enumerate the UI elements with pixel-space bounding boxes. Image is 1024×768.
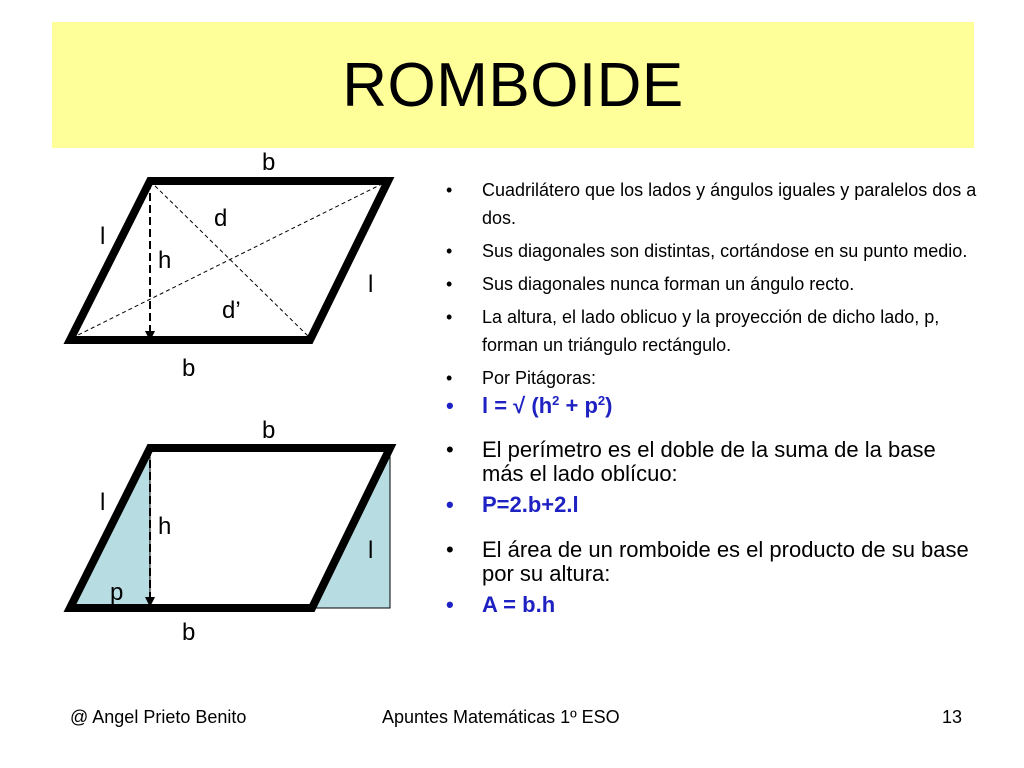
bottom-label-b-bottom: b bbox=[182, 619, 195, 646]
top-label-b-top: b bbox=[262, 149, 275, 176]
formula-side-mid: + p bbox=[559, 393, 598, 418]
top-label-h: h bbox=[158, 247, 171, 274]
top-label-b-bottom: b bbox=[182, 355, 195, 382]
top-rhomboid-diagram: b d l h l d’ b bbox=[63, 149, 395, 382]
bottom-rhomboid-shape bbox=[63, 444, 397, 612]
formula-side-suffix: ) bbox=[605, 393, 613, 418]
bottom-rhomboid-diagram: b l h l p b bbox=[63, 417, 397, 646]
formula-side-exp2: 2 bbox=[597, 393, 606, 408]
bullet-diagonals-distinct: Sus diagonales son distintas, cortándose… bbox=[440, 237, 980, 265]
formula-side-prefix: l = √ (h bbox=[482, 393, 553, 418]
bullet-definition: Cuadrilátero que los lados y ángulos igu… bbox=[440, 176, 980, 232]
formula-area: A = b.h bbox=[440, 592, 980, 618]
bottom-label-l-left: l bbox=[100, 489, 105, 516]
bullet-diagonals-not-perpendicular: Sus diagonales nunca forman un ángulo re… bbox=[440, 270, 980, 298]
top-label-l-left: l bbox=[100, 223, 105, 250]
top-label-l-right: l bbox=[368, 271, 373, 298]
bullet-perimeter: El perímetro es el doble de la suma de l… bbox=[440, 438, 980, 486]
bullet-area: El área de un romboide es el producto de… bbox=[440, 538, 980, 586]
top-rhomboid-shape bbox=[63, 177, 395, 344]
footer-page-number: 13 bbox=[942, 707, 963, 727]
bottom-label-h: h bbox=[158, 513, 171, 540]
diagonal-d-prime bbox=[149, 180, 311, 339]
bullet-right-triangle: La altura, el lado oblicuo y la proyecci… bbox=[440, 303, 980, 359]
slide-title: ROMBOIDE bbox=[342, 50, 684, 120]
parallelogram-diagrams: b d l h l d’ b b l h l p b bbox=[63, 149, 397, 646]
bottom-label-b-top: b bbox=[262, 417, 275, 444]
top-label-d-prime: d’ bbox=[222, 297, 241, 324]
bottom-label-l-right: l bbox=[368, 537, 373, 564]
formula-side-exp1: 2 bbox=[552, 393, 560, 408]
bullet-pythagoras: Por Pitágoras: bbox=[440, 364, 980, 392]
formula-perimeter: P=2.b+2.l bbox=[440, 492, 980, 518]
title-band: ROMBOIDE bbox=[52, 22, 974, 148]
footer-course: Apuntes Matemáticas 1º ESO bbox=[382, 707, 620, 727]
formula-side-length: l = √ (h2 + p2) bbox=[440, 392, 980, 420]
bottom-label-p: p bbox=[110, 579, 123, 606]
bullet-list: Cuadrilátero que los lados y ángulos igu… bbox=[440, 176, 980, 638]
top-label-d: d bbox=[214, 205, 227, 232]
footer-author: @ Angel Prieto Benito bbox=[70, 707, 247, 727]
